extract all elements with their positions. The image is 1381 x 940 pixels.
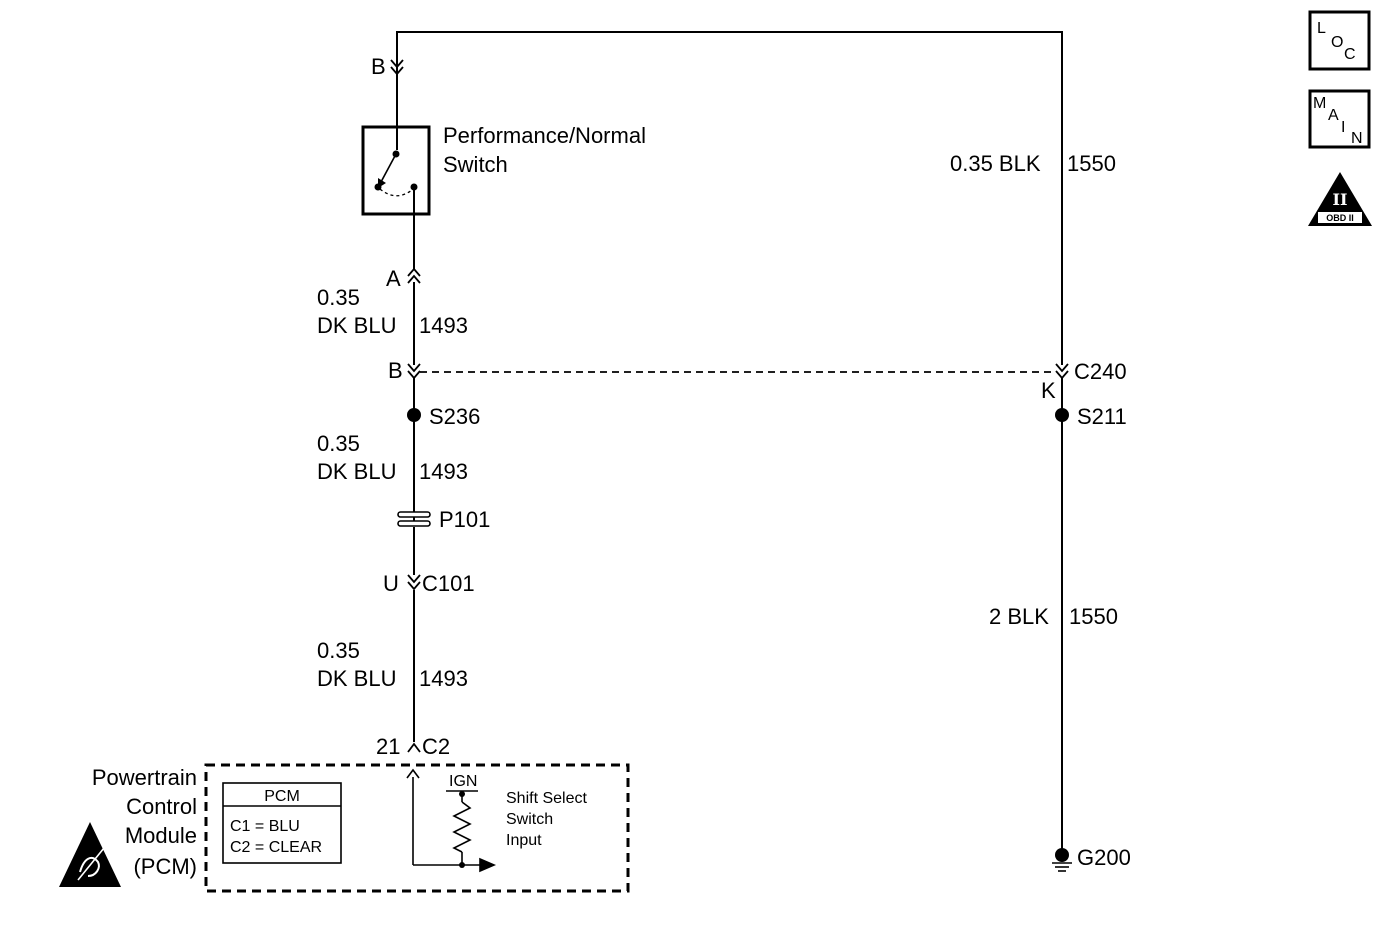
pcm-table-row1: C1 = BLU <box>230 818 300 835</box>
wire1-color: DK BLU <box>317 313 396 338</box>
wire3-circuit: 1493 <box>419 666 468 691</box>
pcm-dashed-border <box>204 763 630 893</box>
svg-text:C: C <box>1344 46 1356 63</box>
wire2-color: DK BLU <box>317 459 396 484</box>
wire-1550-bottom-label: 2 BLK <box>989 604 1049 629</box>
switch-pin-a-label: A <box>386 266 401 291</box>
c240-label: C240 <box>1074 359 1127 384</box>
pcm-name-line3: Module <box>125 823 197 848</box>
svg-text:N: N <box>1351 130 1363 147</box>
pcm-internal-circuit <box>406 768 497 873</box>
s211-splice-dot <box>1055 408 1069 422</box>
wires <box>396 31 1063 855</box>
pcm-input-line3: Input <box>506 832 542 849</box>
wire3-gauge: 0.35 <box>317 638 360 663</box>
pcm-table-title: PCM <box>264 788 300 805</box>
c101-symbol <box>407 574 421 591</box>
pcm-ign-label: IGN <box>449 773 477 790</box>
connector-symbols <box>390 59 1069 753</box>
pcm-input-line1: Shift Select <box>506 790 587 807</box>
pcm-table-row2: C2 = CLEAR <box>230 839 322 856</box>
switch-contact-right <box>410 183 418 191</box>
wire-1550-bottom-circuit: 1550 <box>1069 604 1118 629</box>
pcm-name-line4: (PCM) <box>133 854 197 879</box>
pcm-c2-label: C2 <box>422 734 450 759</box>
switch-pin-b-label: B <box>371 54 386 79</box>
switch-name-line1: Performance/Normal <box>443 123 646 148</box>
g200-label: G200 <box>1077 845 1131 870</box>
pcm-input-line2: Switch <box>506 811 553 828</box>
c101-pin-label: U <box>383 571 399 596</box>
pcm-connector-table <box>222 782 342 864</box>
ground-symbol <box>1052 848 1072 872</box>
wire-1550-top-label: 0.35 BLK <box>950 151 1041 176</box>
p101-pass-through-symbol <box>397 511 431 527</box>
s211-label: S211 <box>1077 404 1127 429</box>
s236-label: S236 <box>429 404 480 429</box>
svg-text:I: I <box>1341 119 1345 136</box>
pcm-pin-label: 21 <box>376 734 400 759</box>
switch-conn-b-symbol <box>390 59 404 76</box>
switch-conn-a-symbol <box>407 267 421 284</box>
c240-symbol <box>1055 363 1069 380</box>
wire1-circuit: 1493 <box>419 313 468 338</box>
c101-label: C101 <box>422 571 475 596</box>
switch-arrowhead <box>378 178 386 188</box>
esd-warning-icon <box>59 822 121 887</box>
svg-text:L: L <box>1317 20 1326 37</box>
svg-text:M: M <box>1313 95 1326 112</box>
switch-box <box>361 125 431 216</box>
main-icon[interactable]: M A I N <box>1308 89 1371 149</box>
conn-pin-b-label: B <box>388 358 403 383</box>
conn-b-symbol <box>407 363 421 380</box>
wire1-gauge: 0.35 <box>317 285 360 310</box>
switch-blade <box>380 153 397 183</box>
wire2-circuit: 1493 <box>419 459 468 484</box>
wire2-gauge: 0.35 <box>317 431 360 456</box>
pcm-ign-node <box>459 791 465 797</box>
svg-text:O: O <box>1331 34 1343 51</box>
svg-text:OBD II: OBD II <box>1326 213 1354 223</box>
loc-icon[interactable]: L O C <box>1308 10 1371 71</box>
performance-normal-switch <box>361 125 431 216</box>
c240-pin-label: K <box>1041 378 1056 403</box>
pcm-name-line2: Control <box>126 794 197 819</box>
top-feed-wire <box>396 31 1063 365</box>
wire-1550-top-circuit: 1550 <box>1067 151 1116 176</box>
p101-label: P101 <box>439 507 490 532</box>
svg-text:A: A <box>1328 107 1339 124</box>
obd-ii-icon[interactable]: II OBD II <box>1308 172 1372 226</box>
wire3-color: DK BLU <box>317 666 396 691</box>
s236-splice-dot <box>407 408 421 422</box>
pcm-name-line1: Powertrain <box>92 765 197 790</box>
switch-name-line2: Switch <box>443 152 508 177</box>
svg-text:II: II <box>1333 190 1348 209</box>
switch-dashed-link <box>379 188 413 197</box>
pcm-c2-symbol <box>407 742 421 753</box>
pcm-input-node <box>459 862 465 868</box>
